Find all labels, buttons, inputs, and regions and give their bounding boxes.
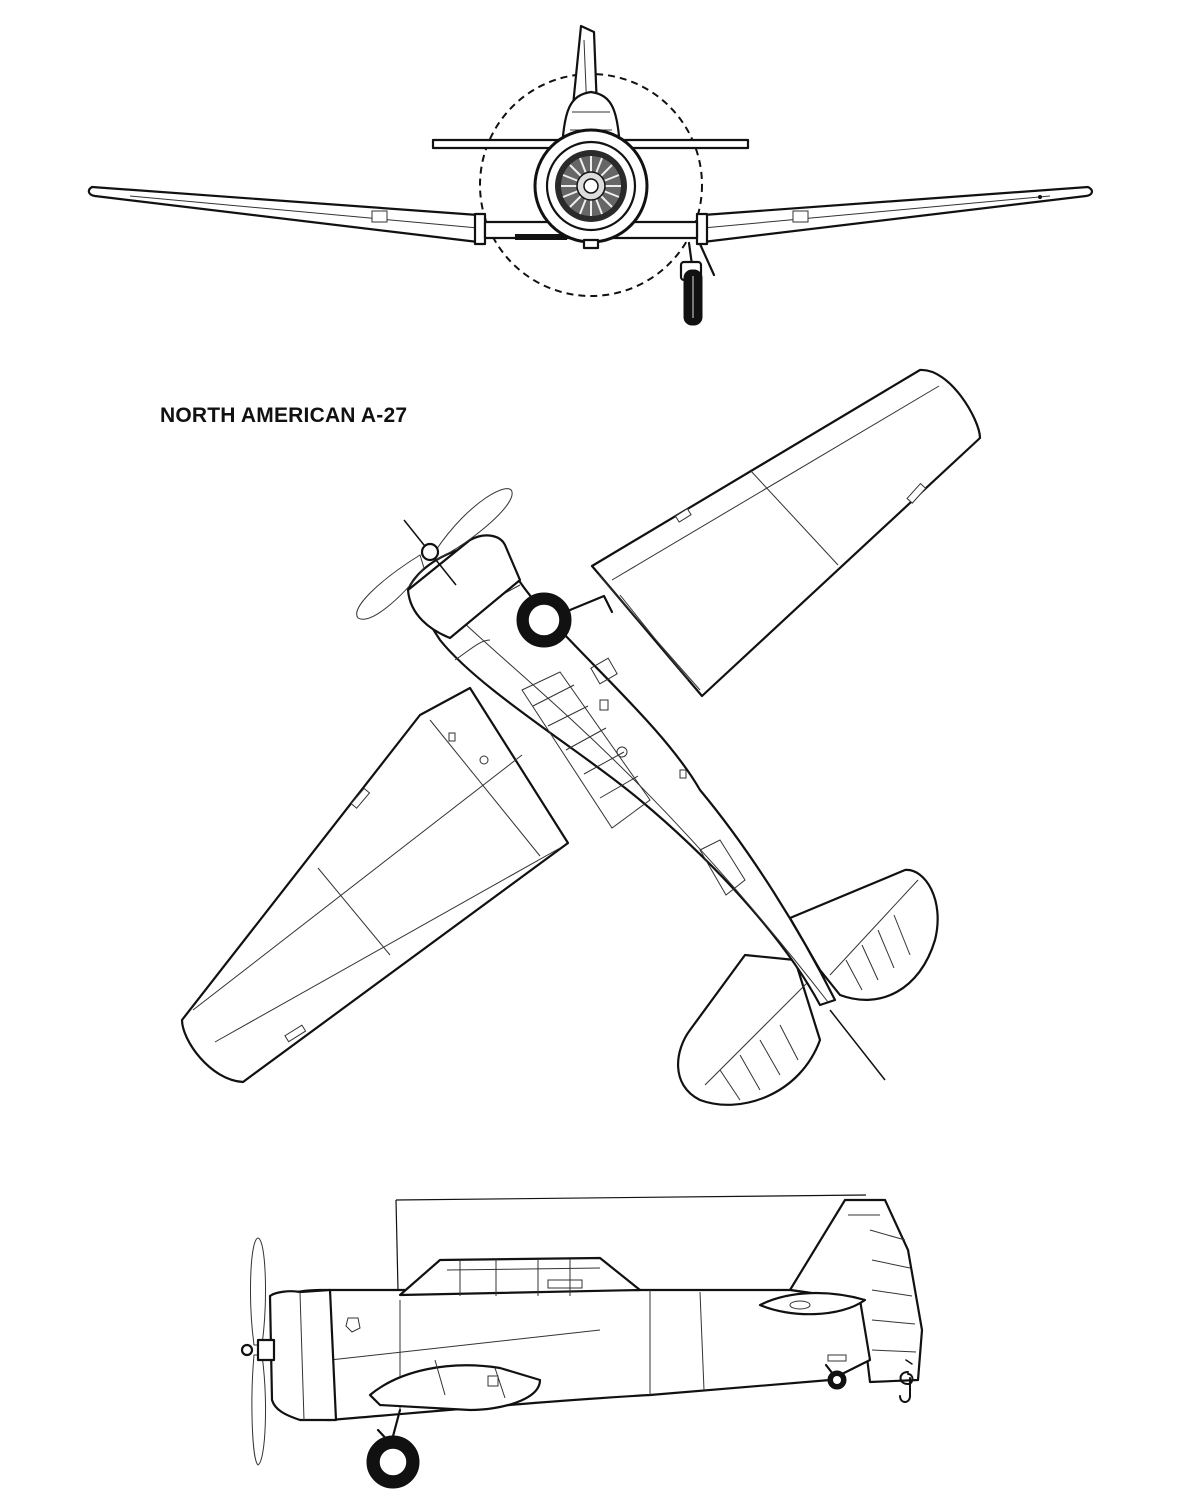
main-wheel-icon [366,1435,420,1489]
radial-engine-icon [555,150,627,222]
propeller-icon [240,1237,276,1466]
aircraft-front-view [87,24,1093,326]
wheel-icon [516,592,572,648]
propeller-icon [356,488,513,620]
artist-signature [899,1359,914,1403]
page-title: NORTH AMERICAN A-27 [160,404,408,427]
aircraft-top-view [180,368,982,1106]
aircraft-side-view [240,1194,924,1489]
tail-wheel-icon [827,1370,847,1390]
